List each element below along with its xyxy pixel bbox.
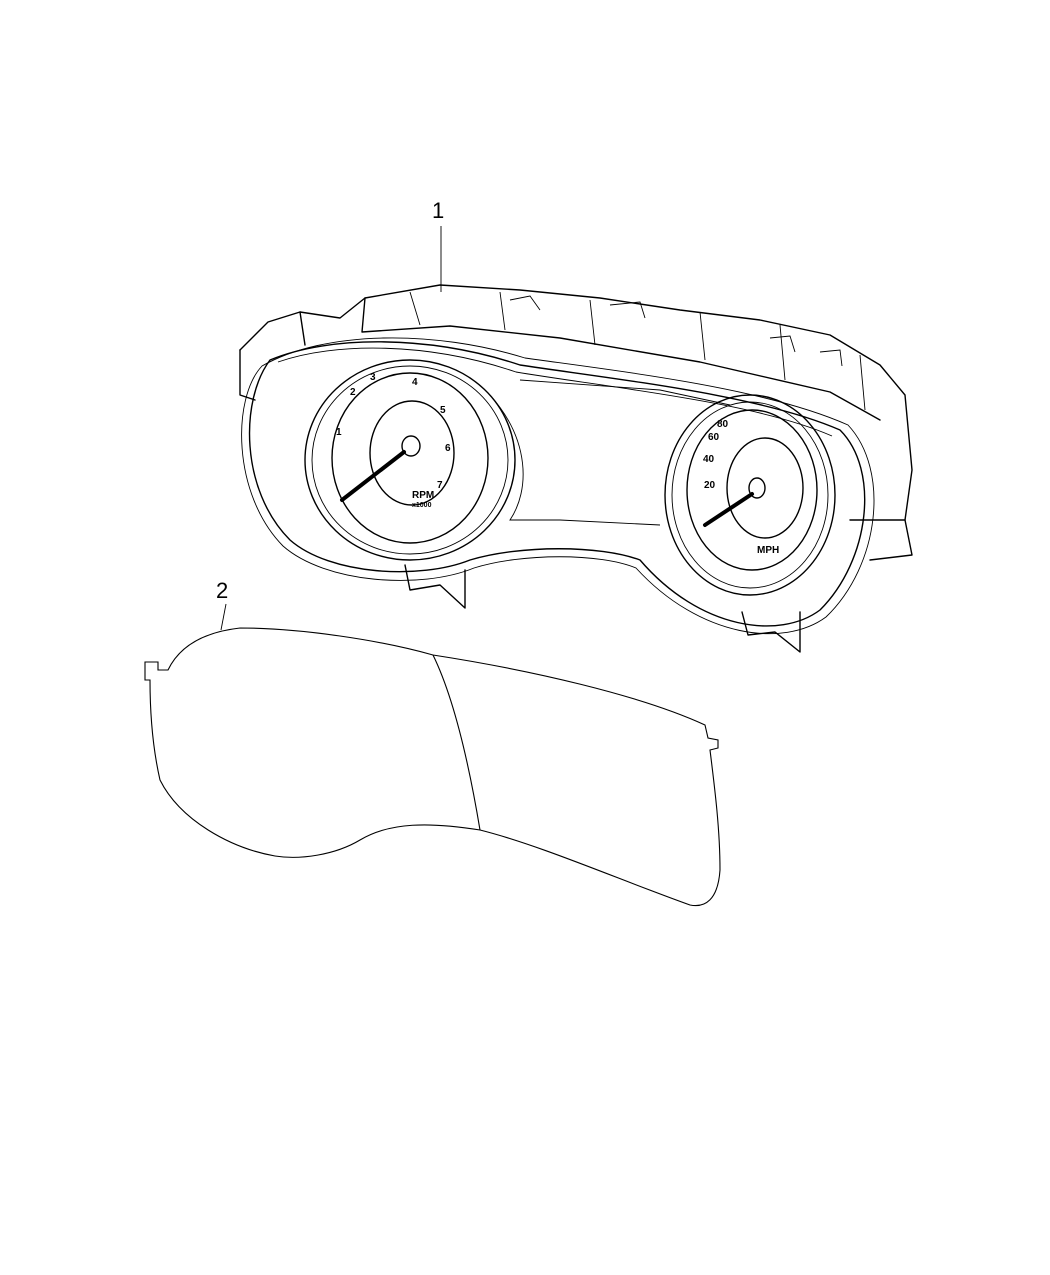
tach-tick-label: 3 [370,372,376,383]
speedo-tick-label: 40 [703,454,715,465]
tach-tick-label: 5 [440,405,446,416]
speedo-label: MPH [757,545,779,556]
speedo-tick-label: 60 [708,432,720,443]
speedometer-needle [703,492,754,527]
tach-label: RPM [412,490,434,501]
cluster-lens [144,627,721,907]
speedo-tick-label: 20 [704,480,716,491]
speedometer-center-hex [726,437,804,539]
callout-2-leader [220,603,227,631]
tach-tick-label: 6 [445,443,451,454]
tach-tick-label: 2 [350,387,356,398]
tach-sublabel: x1000 [412,502,432,509]
callout-1-label: 1 [432,198,444,223]
callout-2-label: 2 [216,578,228,603]
tach-tick-label: 1 [336,427,342,438]
tach-tick-label: 7 [437,480,443,491]
tach-tick-label: 4 [412,377,418,388]
instrument-cluster: 1 2 3 4 5 6 7 RPM x1000 20 40 60 80 MPH [239,284,913,653]
speedo-tick-label: 80 [717,419,729,430]
tachometer-needle [340,450,406,502]
tachometer-center-hex [369,400,455,506]
